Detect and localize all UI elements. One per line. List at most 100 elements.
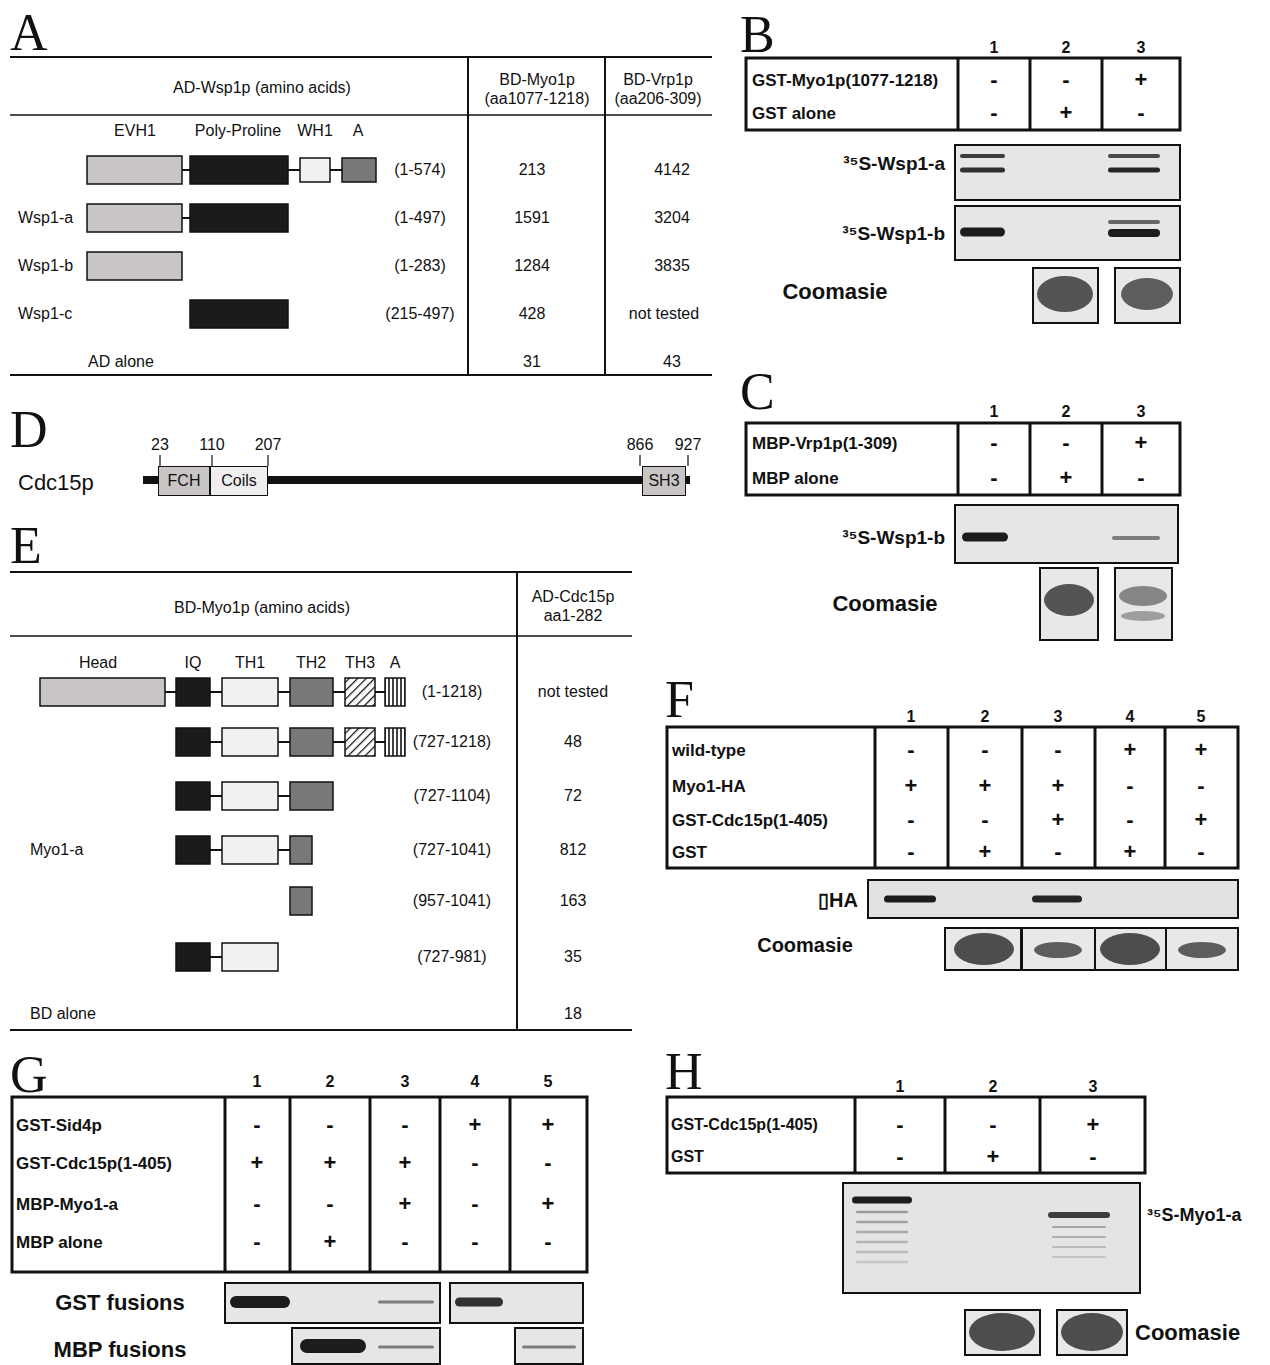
label-text: wild-type bbox=[672, 742, 746, 759]
gel-band bbox=[230, 1296, 290, 1308]
label-text: Myo1-HA bbox=[672, 778, 746, 795]
th2-domain bbox=[290, 728, 333, 756]
table-divider bbox=[1164, 727, 1167, 868]
label-text: - bbox=[990, 69, 997, 91]
linker bbox=[210, 795, 222, 797]
evh1-domain bbox=[87, 204, 182, 232]
table-rule bbox=[467, 57, 469, 375]
label-text: 3204 bbox=[654, 210, 690, 226]
label-text: + bbox=[399, 1152, 412, 1174]
stained-band bbox=[1034, 942, 1082, 958]
label-text: - bbox=[1126, 775, 1133, 797]
label-text: - bbox=[471, 1231, 478, 1253]
table-divider bbox=[957, 58, 960, 130]
panel-letter: H bbox=[665, 1046, 703, 1098]
table-divider bbox=[944, 1097, 947, 1173]
position-tick bbox=[159, 455, 160, 466]
gel-band bbox=[1052, 1246, 1106, 1248]
label-text: - bbox=[544, 1152, 551, 1174]
gel-band bbox=[1052, 1226, 1106, 1228]
label-text: Coomasie bbox=[757, 935, 853, 955]
label-text: 35 bbox=[564, 949, 582, 965]
table-divider bbox=[1101, 58, 1104, 130]
label-text: 4142 bbox=[654, 162, 690, 178]
label-text: 31 bbox=[523, 354, 541, 370]
label-text: + bbox=[987, 1146, 1000, 1168]
panel-letter: F bbox=[665, 674, 694, 726]
stained-band bbox=[1121, 278, 1173, 310]
label-text: 1 bbox=[253, 1074, 262, 1090]
label-text: AD alone bbox=[88, 354, 154, 370]
label-text: GST bbox=[672, 844, 707, 861]
label-text: - bbox=[907, 841, 914, 863]
label-text: 1 bbox=[990, 40, 999, 56]
stained-band bbox=[1121, 611, 1165, 621]
gel-band bbox=[1112, 536, 1160, 540]
gel-strip bbox=[965, 1310, 1040, 1355]
label-text: - bbox=[253, 1193, 260, 1215]
gel-band bbox=[1108, 168, 1160, 173]
gel-strip bbox=[1166, 928, 1238, 970]
iq-domain bbox=[176, 782, 210, 810]
domain-box: SH3 bbox=[642, 466, 686, 496]
gel-band bbox=[852, 1197, 912, 1204]
label-text: (727-1104) bbox=[413, 788, 490, 804]
label-text: - bbox=[981, 809, 988, 831]
label-text: ³⁵S-Wsp1-b bbox=[842, 528, 945, 547]
label-text: (1-1218) bbox=[422, 684, 482, 700]
label-text: GST alone bbox=[752, 105, 836, 122]
label-text: MBP alone bbox=[752, 470, 839, 487]
gel-band bbox=[960, 154, 1005, 158]
table-divider bbox=[369, 1097, 372, 1272]
panel-letter: A bbox=[10, 7, 48, 59]
label-text: 2 bbox=[981, 709, 990, 725]
polyproline-domain bbox=[190, 204, 288, 232]
label-text: AD-Wsp1p (amino acids) bbox=[173, 80, 351, 96]
label-text: (aa206-309) bbox=[614, 91, 701, 107]
label-text: (727-981) bbox=[417, 949, 486, 965]
label-text: GST fusions bbox=[55, 1292, 185, 1314]
linker bbox=[210, 956, 222, 958]
label-text: 3 bbox=[401, 1074, 410, 1090]
label-text: - bbox=[1062, 432, 1069, 454]
label-text: Wsp1-a bbox=[18, 210, 73, 226]
label-text: - bbox=[1089, 1146, 1096, 1168]
label-text: - bbox=[1137, 467, 1144, 489]
th1-domain bbox=[222, 836, 278, 864]
label-text: (aa1077-1218) bbox=[485, 91, 590, 107]
stained-band bbox=[1037, 276, 1093, 312]
label-text: 3835 bbox=[654, 258, 690, 274]
label-text: not tested bbox=[538, 684, 608, 700]
label-text: EVH1 bbox=[114, 123, 156, 139]
label-text: + bbox=[1195, 809, 1208, 831]
gel-band bbox=[962, 533, 1008, 542]
label-text: ▯HA bbox=[818, 890, 858, 910]
label-text: + bbox=[1195, 739, 1208, 761]
panel-letter: B bbox=[740, 9, 775, 61]
table-divider bbox=[439, 1097, 442, 1272]
table-divider bbox=[509, 1097, 512, 1272]
label-text: Coomasie bbox=[1135, 1322, 1240, 1344]
label-text: TH3 bbox=[345, 655, 375, 671]
th3-domain bbox=[345, 678, 375, 706]
label-text: 207 bbox=[255, 437, 282, 453]
table-divider bbox=[1029, 423, 1032, 495]
label-text: 927 bbox=[675, 437, 702, 453]
linker bbox=[278, 849, 290, 851]
label-text: MBP alone bbox=[16, 1234, 103, 1251]
label-text: - bbox=[990, 432, 997, 454]
label-text: (1-497) bbox=[394, 210, 446, 226]
gel-strip bbox=[843, 1183, 1140, 1293]
label-text: MBP fusions bbox=[54, 1339, 187, 1361]
linker bbox=[278, 795, 290, 797]
gel-band bbox=[856, 1251, 908, 1254]
table-frame bbox=[667, 727, 1238, 868]
gel-band bbox=[960, 168, 1005, 173]
domain-box: Coils bbox=[210, 466, 268, 496]
label-text: (1-574) bbox=[394, 162, 446, 178]
label-text: + bbox=[1087, 1114, 1100, 1136]
label-text: BD-Myo1p (amino acids) bbox=[174, 600, 350, 616]
linker bbox=[333, 691, 345, 693]
label-text: (727-1218) bbox=[413, 734, 491, 750]
